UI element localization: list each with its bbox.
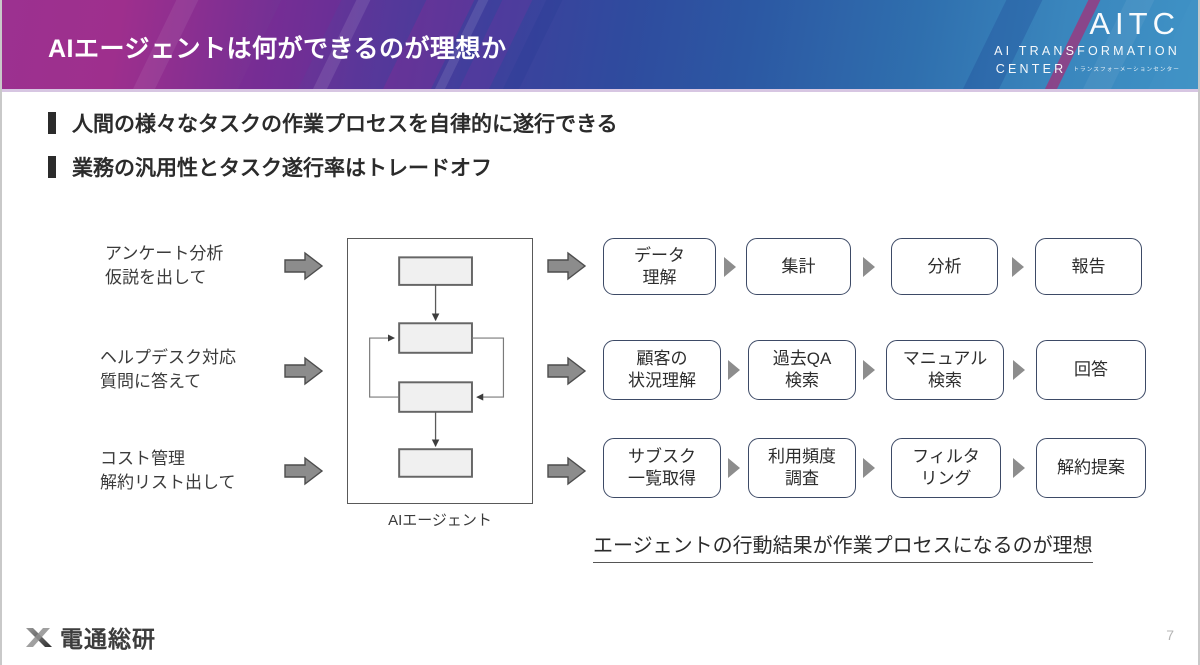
task-label-2: コスト管理 解約リスト出して — [100, 447, 236, 495]
footer-logo: 電通総研 — [24, 620, 156, 654]
flow-arrow-icon-0-0 — [724, 257, 736, 277]
task-label-0: アンケート分析 仮説を出して — [105, 242, 223, 290]
bullet-marker-icon — [48, 112, 56, 134]
flow-arrow-icon-1-0 — [728, 360, 740, 380]
conclusion-text: エージェントの行動結果が作業プロセスになるのが理想 — [593, 529, 1093, 563]
logo-line2: CENTER — [995, 61, 1067, 76]
task-label-line2: 仮説を出して — [105, 268, 207, 288]
bullet-marker-icon — [48, 156, 56, 178]
agent-caption: AIエージェント — [388, 512, 492, 529]
bullet-item-1: 業務の汎用性とタスク遂行率はトレードオフ — [48, 152, 492, 182]
process-step-1-3[interactable]: 回答 — [1036, 340, 1146, 400]
logo-kana: トランスフォーメーションセンター — [1073, 66, 1180, 73]
bullet-item-0: 人間の様々なタスクの作業プロセスを自律的に遂行できる — [48, 108, 618, 138]
process-step-2-0[interactable]: サブスク 一覧取得 — [603, 438, 721, 498]
block-arrow-icon-left-2 — [284, 456, 324, 486]
company-name: 電通総研 — [60, 626, 156, 652]
process-step-1-1[interactable]: 過去QA 検索 — [748, 340, 856, 400]
process-step-0-2[interactable]: 分析 — [891, 238, 998, 295]
bullet-text: 人間の様々なタスクの作業プロセスを自律的に遂行できる — [72, 113, 618, 136]
logo-line1: AI TRANSFORMATION — [994, 44, 1180, 58]
flow-arrow-icon-2-1 — [863, 458, 875, 478]
aitc-logo: AITC AI TRANSFORMATION CENTER トランスフォーメーシ… — [994, 8, 1180, 75]
page-title: AIエージェントは何ができるのが理想か — [48, 35, 507, 63]
task-label-line2: 質問に答えて — [100, 372, 202, 392]
process-step-2-3[interactable]: 解約提案 — [1036, 438, 1146, 498]
process-step-1-2[interactable]: マニュアル 検索 — [886, 340, 1004, 400]
task-label-line1: ヘルプデスク対応 — [100, 348, 236, 367]
block-arrow-icon-left-1 — [284, 356, 324, 386]
flow-arrow-icon-0-2 — [1012, 257, 1024, 277]
page-number: 7 — [1166, 627, 1174, 643]
block-arrow-icon-left-0 — [284, 251, 324, 281]
header-underline — [2, 89, 1198, 92]
process-step-0-3[interactable]: 報告 — [1035, 238, 1142, 295]
task-label-line2: 解約リスト出して — [100, 473, 236, 493]
process-step-2-2[interactable]: フィルタ リング — [891, 438, 1001, 498]
block-arrow-icon-mid-1 — [547, 356, 587, 386]
flow-arrow-icon-1-1 — [863, 360, 875, 380]
process-step-0-1[interactable]: 集計 — [746, 238, 851, 295]
flow-arrow-icon-1-2 — [1013, 360, 1025, 380]
block-arrow-icon-mid-0 — [547, 251, 587, 281]
process-step-2-1[interactable]: 利用頻度 調査 — [748, 438, 856, 498]
logo-acronym: AITC — [1089, 6, 1180, 41]
task-label-1: ヘルプデスク対応 質問に答えて — [100, 346, 236, 394]
flow-arrow-icon-0-1 — [863, 257, 875, 277]
task-label-line1: コスト管理 — [100, 449, 185, 468]
process-step-1-0[interactable]: 顧客の 状況理解 — [603, 340, 721, 400]
dentsu-soken-mark-icon — [24, 622, 54, 652]
agent-flowchart-svg — [369, 256, 505, 478]
flow-arrow-icon-2-2 — [1013, 458, 1025, 478]
task-label-line1: アンケート分析 — [105, 244, 224, 263]
block-arrow-icon-mid-2 — [547, 456, 587, 486]
bullet-text: 業務の汎用性とタスク遂行率はトレードオフ — [72, 157, 492, 180]
process-step-0-0[interactable]: データ 理解 — [603, 238, 716, 295]
flow-arrow-icon-2-0 — [728, 458, 740, 478]
agent-flowchart-frame — [347, 238, 533, 504]
slide-header: AIエージェントは何ができるのが理想か AITC AI TRANSFORMATI… — [2, 0, 1198, 89]
